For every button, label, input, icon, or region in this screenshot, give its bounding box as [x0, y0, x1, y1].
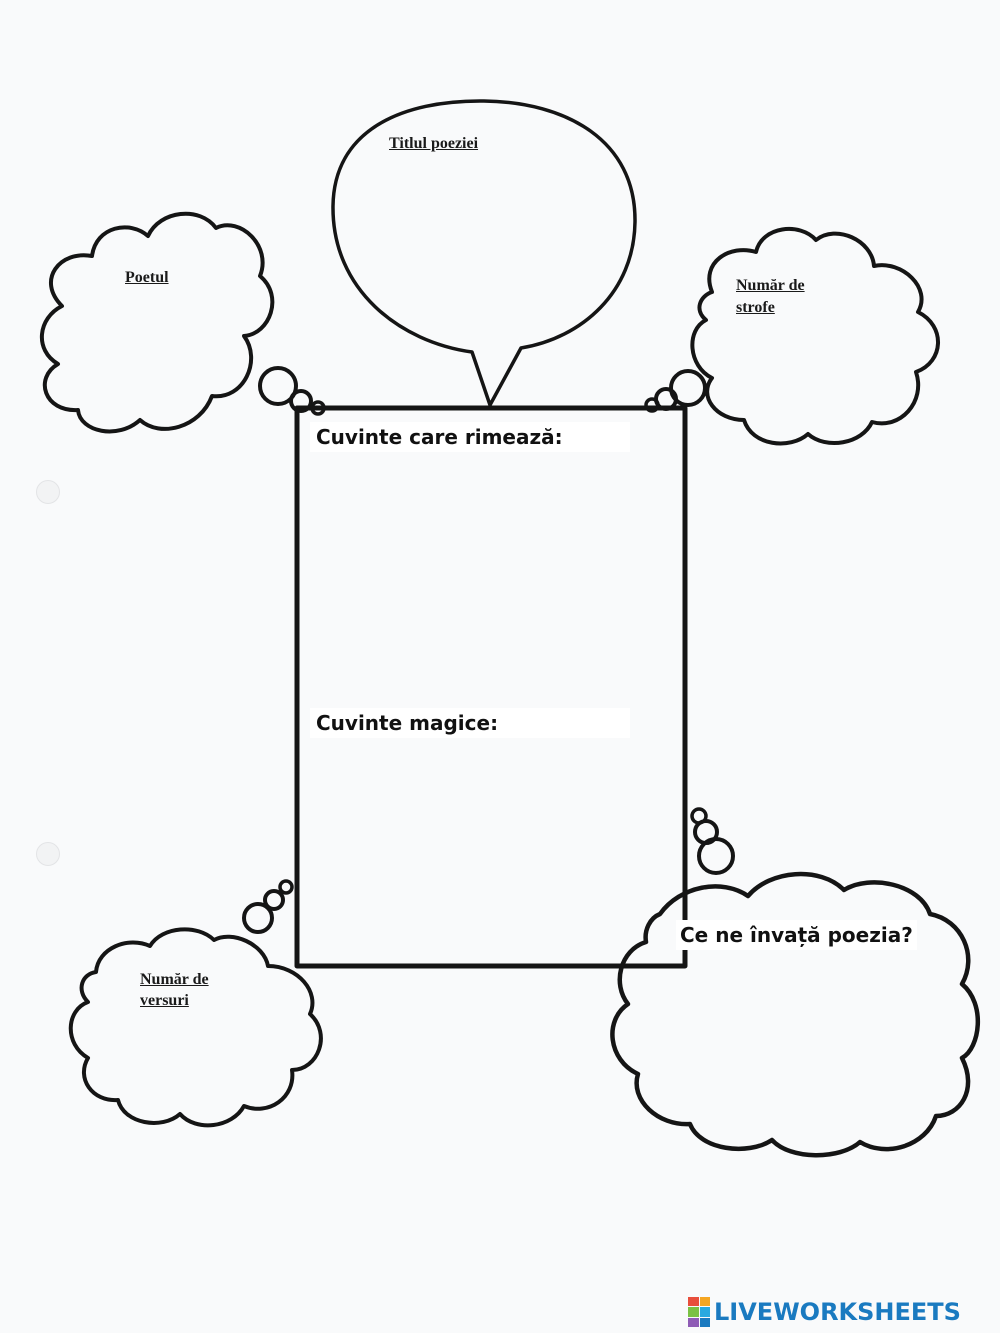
poet-cloud-dot — [258, 366, 298, 406]
watermark-text: LIVEWORKSHEETS — [714, 1298, 961, 1326]
verses-label-line1: Număr de — [140, 971, 209, 988]
lesson-cloud-dot — [690, 807, 708, 825]
poet-cloud-dot — [310, 400, 326, 416]
binder-hole — [36, 480, 60, 504]
liveworksheets-logo-icon — [688, 1297, 710, 1327]
stanzas-cloud-dot — [644, 397, 660, 413]
stanzas-cloud-dot — [669, 369, 707, 407]
liveworksheets-watermark: LIVEWORKSHEETS — [688, 1295, 994, 1329]
stanzas-cloud — [690, 226, 940, 446]
magic-words-prompt: Cuvinte magice: — [310, 708, 630, 738]
poet-cloud-dot — [289, 389, 313, 413]
verses-cloud-dot — [278, 879, 294, 895]
poet-cloud — [40, 211, 275, 434]
poet-label: Poetul — [125, 269, 169, 286]
stanzas-label-line2: strofe — [736, 299, 775, 316]
verses-label-line2: versuri — [140, 992, 189, 1009]
title-label: Titlul poeziei — [389, 135, 479, 152]
central-frame — [294, 405, 688, 969]
title-speech-bubble — [331, 99, 637, 407]
lesson-prompt: Ce ne învață poezia? — [676, 920, 917, 950]
binder-hole — [36, 842, 60, 866]
verses-cloud-dot — [242, 902, 274, 934]
verses-cloud-dot — [263, 889, 285, 911]
lesson-cloud — [610, 871, 980, 1158]
stanzas-label-line1: Număr de — [736, 277, 805, 294]
rhyming-words-prompt: Cuvinte care rimează: — [310, 422, 630, 452]
verses-cloud — [68, 927, 323, 1128]
